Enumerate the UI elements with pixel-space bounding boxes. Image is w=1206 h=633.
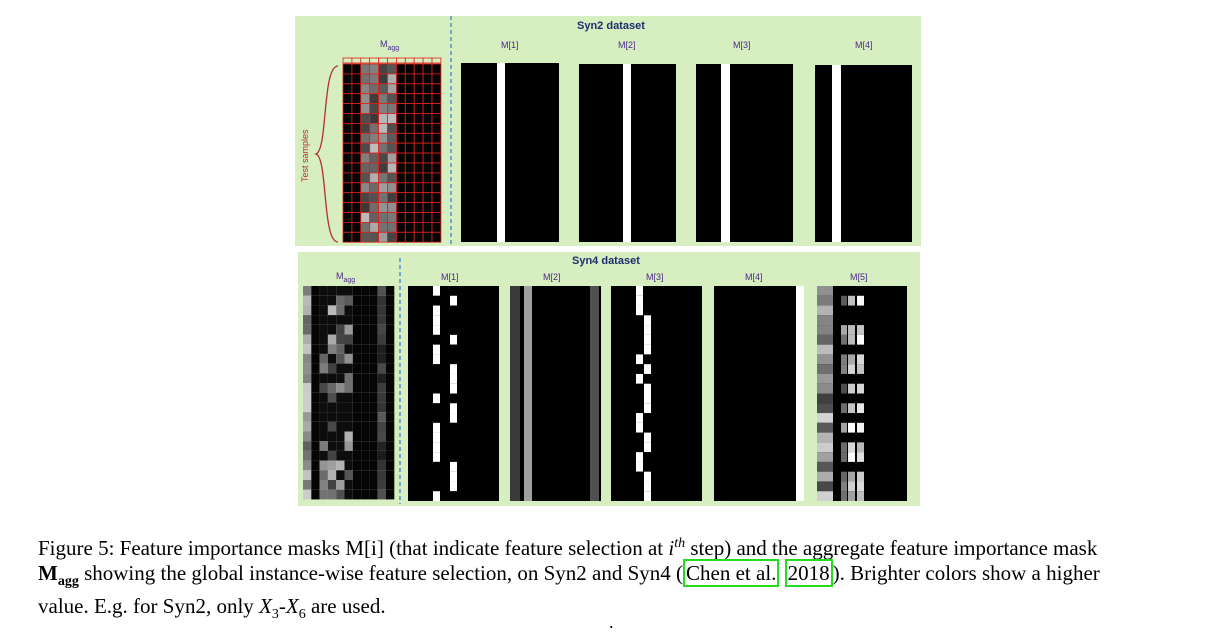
syn4-mask-2-label: M[2] (543, 272, 561, 282)
syn4-mask-3 (611, 286, 702, 501)
syn2-mask-3 (696, 64, 793, 242)
test-samples-brace (313, 65, 339, 243)
figure-caption: Figure 5: Feature importance masks M[i] … (38, 531, 1188, 627)
syn2-mask-2 (579, 64, 676, 242)
syn2-title: Syn2 dataset (577, 20, 645, 32)
syn4-mask-4 (714, 286, 804, 501)
caption-line-2: Magg showing the global instance-wise fe… (38, 559, 1100, 590)
citation-link-author[interactable]: Chen et al. (683, 559, 780, 587)
syn4-title: Syn4 dataset (572, 255, 640, 267)
syn4-mask-5-label: M[5] (850, 272, 868, 282)
syn2-mask-1 (461, 63, 559, 242)
caption-line-3: value. E.g. for Syn2, only X3-X6 are use… (38, 594, 386, 623)
syn4-mask-5 (817, 286, 907, 501)
syn2-agg-heatmap (342, 57, 442, 243)
citation-link-year[interactable]: 2018 (784, 559, 833, 587)
syn4-mask-3-label: M[3] (646, 272, 664, 282)
syn4-mask-1-label: M[1] (441, 272, 459, 282)
syn2-mask-1-label: M[1] (501, 40, 519, 50)
syn2-mask-2-label: M[2] (618, 40, 636, 50)
syn4-mask-4-label: M[4] (745, 272, 763, 282)
syn2-mask-4 (815, 65, 912, 242)
syn4-mask-1 (408, 286, 499, 501)
syn4-figure-panel (298, 252, 920, 506)
syn4-agg-heatmap (303, 286, 395, 500)
syn4-mask-2 (510, 286, 601, 501)
caption-line-1: Figure 5: Feature importance masks M[i] … (38, 536, 1098, 560)
syn4-agg-label: Magg (336, 271, 356, 284)
syn2-agg-label: Magg (380, 39, 400, 52)
syn2-mask-4-label: M[4] (855, 40, 873, 50)
page-dot: . (609, 612, 614, 632)
syn2-mask-3-label: M[3] (733, 40, 751, 50)
